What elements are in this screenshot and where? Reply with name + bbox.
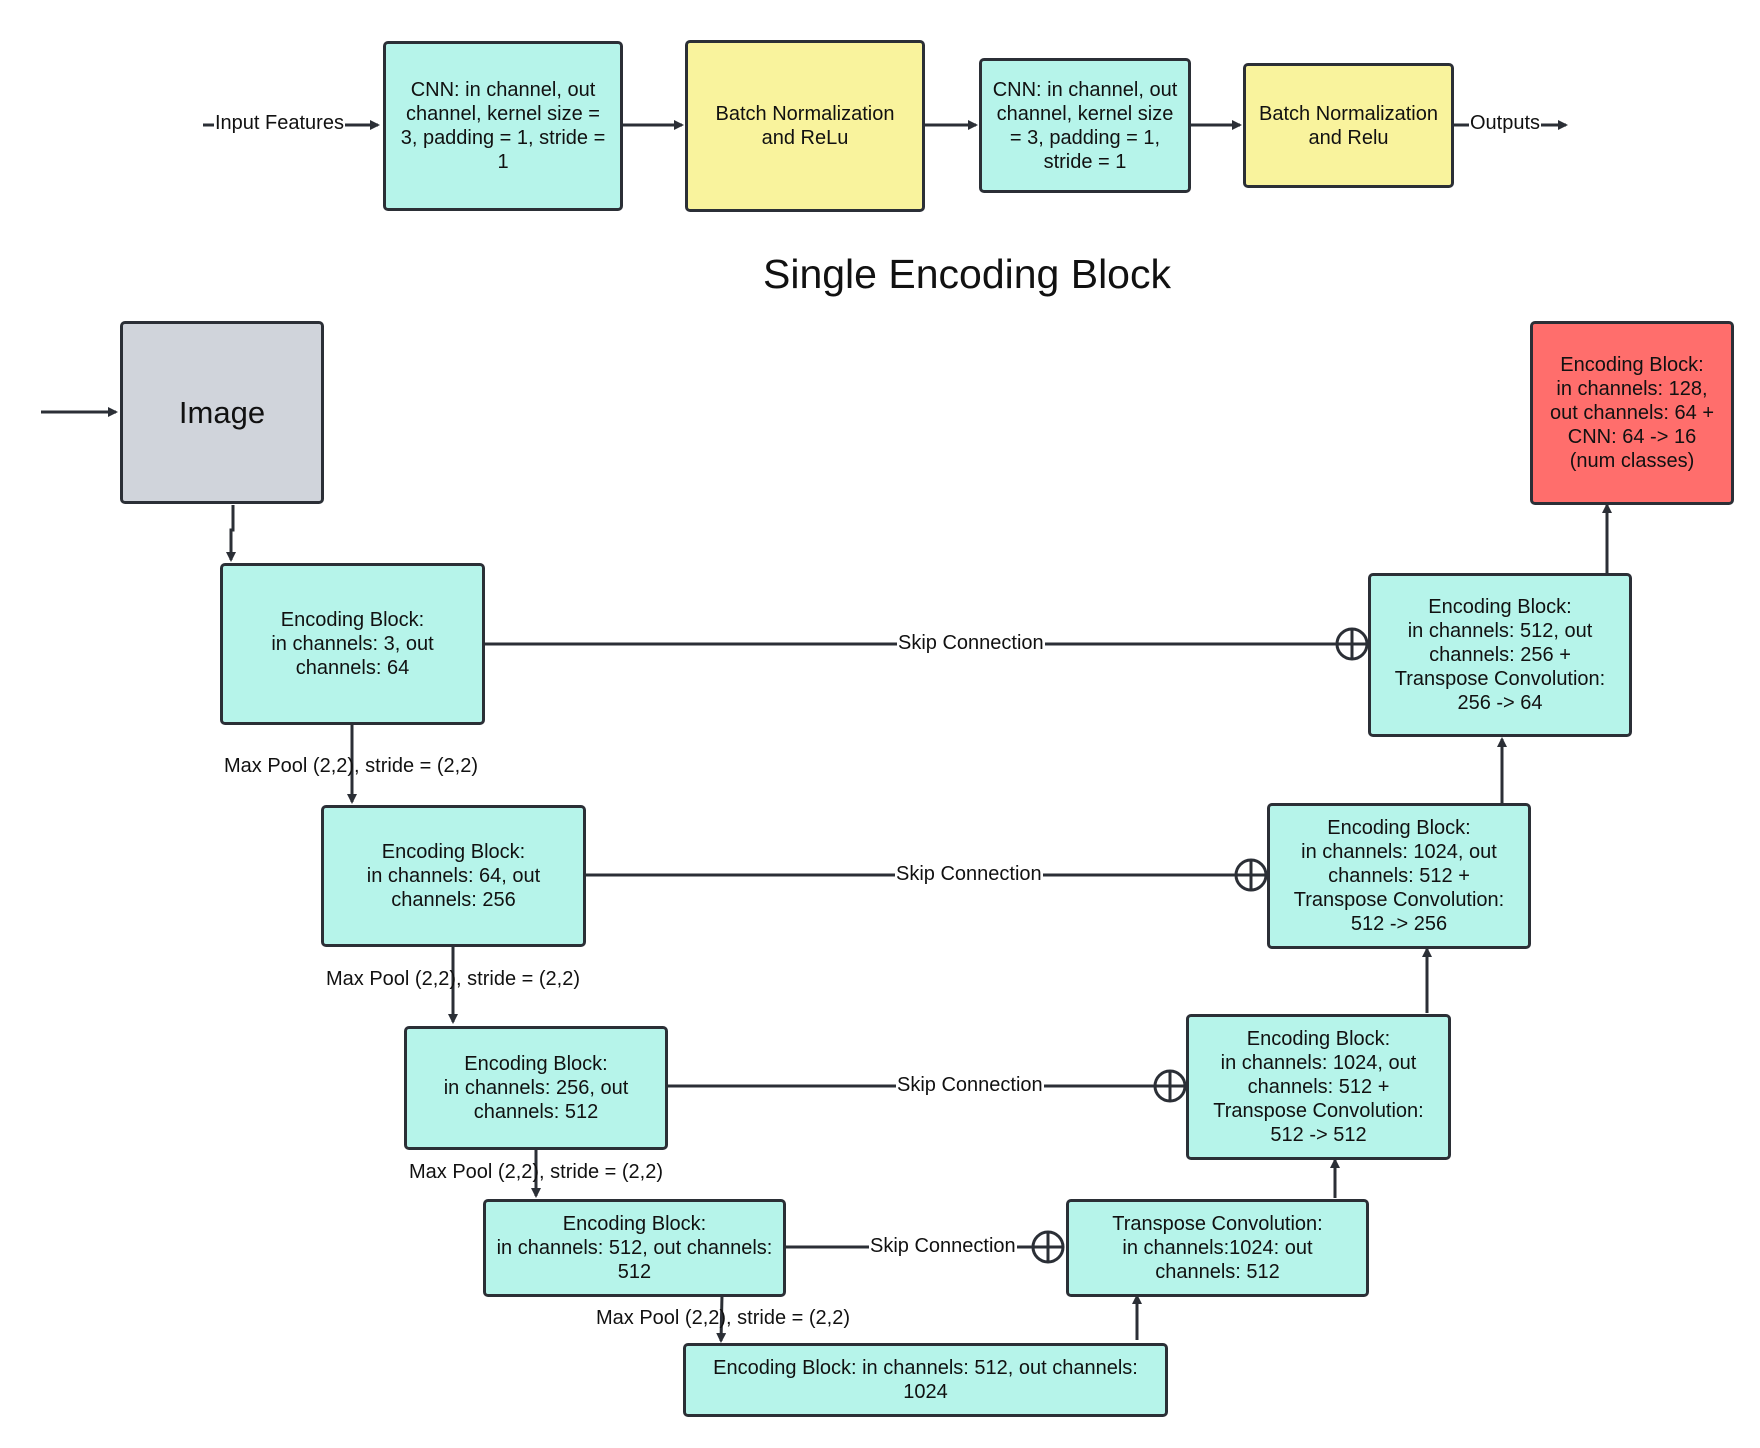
decoder-block-2: Encoding Block: in channels: 1024, out c… xyxy=(1267,803,1531,949)
final-output-block: Encoding Block: in channels: 128, out ch… xyxy=(1530,321,1734,505)
encoder-block-2: Encoding Block: in channels: 64, out cha… xyxy=(321,805,586,947)
max-pool-label: Max Pool (2,2), stride = (2,2) xyxy=(596,1307,850,1329)
input-features-label: Input Features xyxy=(214,111,345,135)
batchnorm-relu-block-1: Batch Normalization and ReLu xyxy=(685,40,925,212)
skip-connection-label: Skip Connection xyxy=(895,862,1043,886)
circle-plus-icon xyxy=(1153,1069,1187,1103)
enc4-to-bottleneck-arrow xyxy=(716,1294,727,1343)
image-to-enc1-arrow xyxy=(226,505,236,562)
max-pool-label: Max Pool (2,2), stride = (2,2) xyxy=(326,968,580,990)
image-input-block: Image xyxy=(120,321,324,504)
encoder-block-3: Encoding Block: in channels: 256, out ch… xyxy=(404,1026,668,1150)
cnn-block-2: CNN: in channel, out channel, kernel siz… xyxy=(979,58,1191,193)
encoder-block-1: Encoding Block: in channels: 3, out chan… xyxy=(220,563,485,725)
circle-plus-icon xyxy=(1335,627,1369,661)
circle-plus-icon xyxy=(1234,858,1268,892)
bottleneck-block: Encoding Block: in channels: 512, out ch… xyxy=(683,1343,1168,1417)
single-encoding-block-title: Single Encoding Block xyxy=(763,251,1171,297)
max-pool-label: Max Pool (2,2), stride = (2,2) xyxy=(409,1161,663,1183)
skip-connection-label: Skip Connection xyxy=(896,1073,1044,1097)
decoder-block-1: Encoding Block: in channels: 1024, out c… xyxy=(1186,1014,1451,1160)
max-pool-label: Max Pool (2,2), stride = (2,2) xyxy=(224,755,478,777)
transpose-convolution-block: Transpose Convolution: in channels:1024:… xyxy=(1066,1199,1369,1297)
skip-connection-label: Skip Connection xyxy=(869,1234,1017,1258)
cnn-block-1: CNN: in channel, out channel, kernel siz… xyxy=(383,41,623,211)
circle-plus-icon xyxy=(1031,1230,1065,1264)
skip-connection-label: Skip Connection xyxy=(897,631,1045,655)
encoder-block-4: Encoding Block: in channels: 512, out ch… xyxy=(483,1199,786,1297)
outputs-label: Outputs xyxy=(1469,111,1542,135)
decoder-block-3: Encoding Block: in channels: 512, out ch… xyxy=(1368,573,1632,737)
batchnorm-relu-block-2: Batch Normalization and Relu xyxy=(1243,63,1454,188)
